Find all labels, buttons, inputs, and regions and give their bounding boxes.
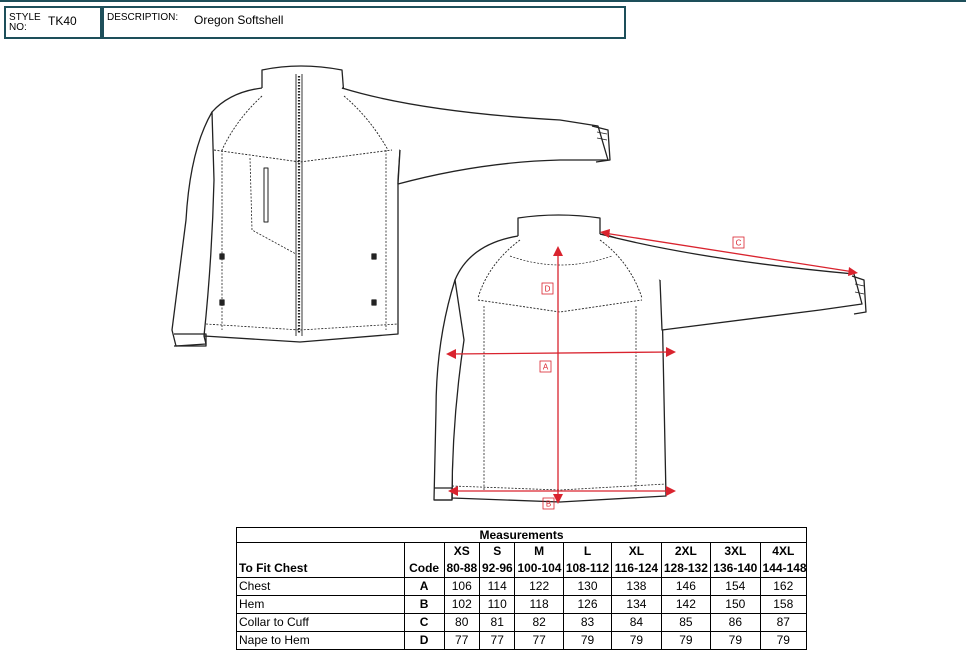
cell: 158 xyxy=(759,595,808,614)
measurements-table: Measurements XS S M L XL 2XL 3XL 4XL To … xyxy=(236,527,808,650)
row-name: Nape to Hem xyxy=(236,631,405,650)
cell: 79 xyxy=(562,631,613,650)
table-row: Chest A 106 114 122 130 138 146 154 162 xyxy=(236,577,808,596)
size-s: S xyxy=(478,542,516,560)
fit-3xl: 136-140 xyxy=(710,560,761,578)
cell: 79 xyxy=(759,631,808,650)
cell: 110 xyxy=(478,595,516,614)
cell: 79 xyxy=(710,631,761,650)
marker-box-a xyxy=(539,360,552,373)
cell: 80 xyxy=(443,613,480,632)
fit-row: To Fit Chest Code 80-88 92-96 100-104 10… xyxy=(236,560,808,578)
cell: 102 xyxy=(443,595,480,614)
cell: 106 xyxy=(443,577,480,596)
cell: 83 xyxy=(562,613,613,632)
cell: 146 xyxy=(660,577,712,596)
description-label: DESCRIPTION: xyxy=(107,12,179,23)
marker-box-c xyxy=(732,236,745,249)
size-4xl: 4XL xyxy=(759,542,808,560)
cell: 86 xyxy=(710,613,761,632)
fit-m: 100-104 xyxy=(514,560,564,578)
description-value: Oregon Softshell xyxy=(194,13,284,27)
style-number-box: STYLE NO: TK40 xyxy=(4,6,102,39)
fit-4xl: 144-148 xyxy=(759,560,808,578)
cell: 79 xyxy=(611,631,662,650)
marker-b: B xyxy=(546,500,551,509)
cell: 77 xyxy=(443,631,480,650)
code-label: Code xyxy=(403,560,445,578)
marker-box-d xyxy=(541,282,554,295)
marker-c: C xyxy=(736,239,742,248)
style-label-line1: STYLE xyxy=(9,12,41,23)
row-name: Collar to Cuff xyxy=(236,613,405,632)
row-code: D xyxy=(403,631,445,650)
style-label-line2: NO: xyxy=(9,22,27,33)
cell: 77 xyxy=(514,631,564,650)
table-title: Measurements xyxy=(236,527,807,543)
cell: 87 xyxy=(759,613,808,632)
cell: 77 xyxy=(478,631,516,650)
marker-a: A xyxy=(543,363,549,372)
row-name: Hem xyxy=(236,595,405,614)
row-code: A xyxy=(403,577,445,596)
row-code: C xyxy=(403,613,445,632)
marker-d: D xyxy=(545,285,551,294)
cell: 81 xyxy=(478,613,516,632)
size-3xl: 3XL xyxy=(710,542,761,560)
measurement-lines xyxy=(446,229,858,504)
top-rule xyxy=(0,0,966,2)
fit-s: 92-96 xyxy=(478,560,516,578)
fit-2xl: 128-132 xyxy=(660,560,712,578)
back-jacket-view xyxy=(433,214,867,503)
cell: 85 xyxy=(660,613,712,632)
cell: 79 xyxy=(660,631,712,650)
cell: 134 xyxy=(611,595,662,614)
size-xs: XS xyxy=(443,542,480,560)
cell: 84 xyxy=(611,613,662,632)
fit-label: To Fit Chest xyxy=(236,560,405,578)
row-code: B xyxy=(403,595,445,614)
fit-l: 108-112 xyxy=(562,560,613,578)
style-number: TK40 xyxy=(48,14,77,28)
cell: 138 xyxy=(611,577,662,596)
cell: 162 xyxy=(759,577,808,596)
cell: 130 xyxy=(562,577,613,596)
table-title-row: Measurements xyxy=(236,527,807,543)
table-row: Collar to Cuff C 80 81 82 83 84 85 86 87 xyxy=(236,613,808,632)
cell: 126 xyxy=(562,595,613,614)
fit-xs: 80-88 xyxy=(443,560,480,578)
cell: 150 xyxy=(710,595,761,614)
cell: 154 xyxy=(710,577,761,596)
row-name: Chest xyxy=(236,577,405,596)
collar-to-cuff-measure-line xyxy=(603,232,855,273)
cell: 142 xyxy=(660,595,712,614)
size-2xl: 2XL xyxy=(660,542,712,560)
table-row: Hem B 102 110 118 126 134 142 150 158 xyxy=(236,595,808,614)
size-l: L xyxy=(562,542,613,560)
cell: 118 xyxy=(514,595,564,614)
size-m: M xyxy=(514,542,564,560)
jacket-technical-drawing: A B C D xyxy=(171,65,867,510)
table-row: Nape to Hem D 77 77 77 79 79 79 79 79 xyxy=(236,631,808,650)
marker-box-b xyxy=(542,497,555,510)
description-box: DESCRIPTION: Oregon Softshell xyxy=(102,6,626,39)
cell: 114 xyxy=(478,577,516,596)
cell: 122 xyxy=(514,577,564,596)
size-xl: XL xyxy=(611,542,662,560)
front-jacket-view xyxy=(171,65,611,347)
fit-xl: 116-124 xyxy=(611,560,662,578)
chest-measure-line xyxy=(449,351,673,355)
cell: 82 xyxy=(514,613,564,632)
size-row: XS S M L XL 2XL 3XL 4XL xyxy=(236,542,808,560)
style-label: STYLE NO: xyxy=(9,13,41,33)
